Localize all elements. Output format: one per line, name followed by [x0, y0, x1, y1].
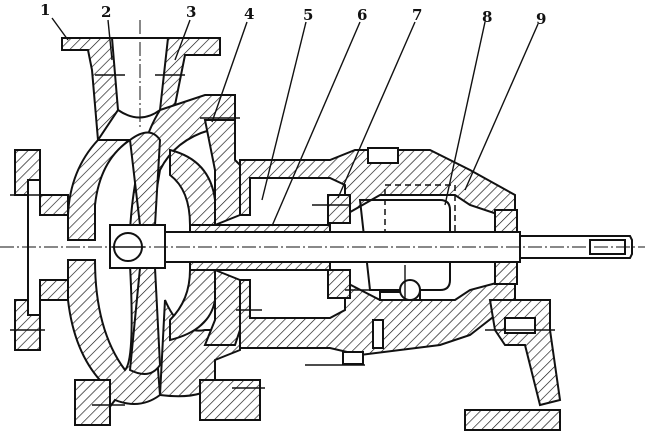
callout-3: 3: [186, 3, 196, 21]
callout-9: 9: [536, 10, 546, 28]
shaft: [0, 224, 645, 271]
impeller: [109, 131, 166, 375]
callout-labels: 1 2 3 4 5 6 7 8 9: [40, 1, 546, 28]
bolts: [236, 309, 384, 366]
callout-2: 2: [101, 3, 111, 21]
bearings: [312, 194, 518, 299]
leader-lines: [51, 17, 539, 227]
callout-7: 7: [412, 6, 422, 24]
callout-1: 1: [40, 1, 50, 19]
callout-5: 5: [303, 6, 313, 24]
support-foot: [464, 299, 562, 431]
callout-6: 6: [357, 6, 367, 24]
callout-8: 8: [482, 8, 492, 26]
suction-flange: [10, 149, 69, 351]
callout-4: 4: [244, 5, 254, 23]
